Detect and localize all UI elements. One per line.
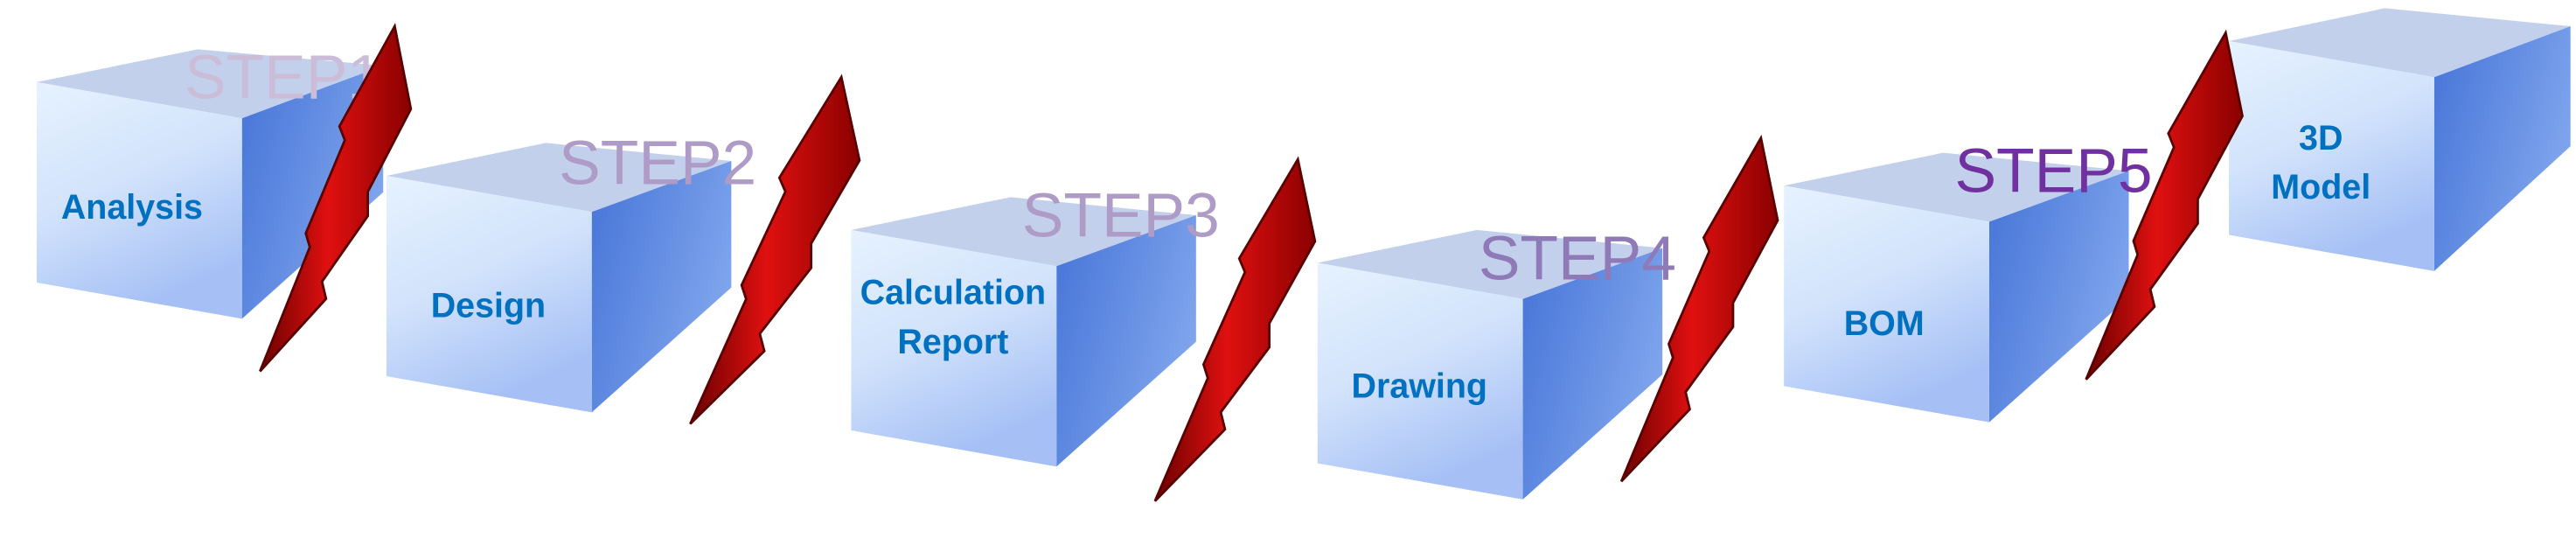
cube-top-face	[1784, 152, 2129, 222]
lightning-bolt-icon	[259, 22, 413, 373]
step-label: Drawing	[1351, 367, 1487, 405]
lightning-bolt-icon	[1619, 134, 1779, 483]
step-number-label: STEP1	[184, 43, 382, 113]
step-label: Analysis	[61, 188, 203, 227]
cube-top-face	[36, 49, 384, 119]
cube-top-face	[2229, 8, 2571, 78]
step-cube-6: 3D Model	[2229, 8, 2571, 271]
cube-side-face	[591, 161, 732, 413]
step-label: Design	[431, 286, 546, 325]
cube-side-face	[1988, 171, 2129, 423]
step-number-label: STEP2	[559, 128, 756, 198]
step-number-label: STEP4	[1479, 223, 1676, 293]
step-label: BOM	[1844, 304, 1925, 343]
step-number-label: STEP5	[1954, 136, 2152, 206]
cube-side-face	[1056, 215, 1196, 467]
lightning-bolt-icon	[2085, 29, 2244, 381]
cube-front-face	[386, 175, 592, 413]
cube-front-face	[851, 229, 1057, 467]
step-number-label: STEP3	[1022, 180, 1220, 250]
step-label: 3D	[2299, 119, 2343, 157]
lightning-bolt-icon	[1153, 156, 1317, 502]
cube-front-face	[36, 81, 242, 319]
cube-front-face	[2229, 40, 2434, 271]
cube-front-face	[1317, 262, 1523, 500]
lightning-bolt-icon	[689, 73, 861, 425]
step-label: Model	[2271, 168, 2371, 206]
cube-top-face	[1317, 229, 1663, 299]
cube-front-face	[1784, 185, 1989, 423]
cube-side-face	[2433, 26, 2571, 271]
cube-top-face	[851, 197, 1196, 267]
step-label: Calculation	[860, 273, 1046, 311]
step-label: Report	[897, 323, 1008, 361]
cube-top-face	[386, 143, 732, 213]
cube-side-face	[1522, 248, 1663, 500]
